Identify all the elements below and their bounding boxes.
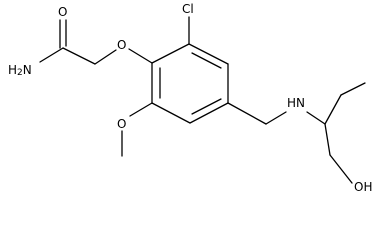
bonds	[39, 16, 366, 184]
ring-bond-2-3	[188, 43, 229, 65]
amine-label: HN	[287, 96, 305, 110]
ring-double-4-5	[191, 98, 222, 115]
ring-double-2-3	[191, 52, 222, 69]
bond-ether-o-ring	[128, 48, 153, 64]
hydroxyl-label: OH	[354, 180, 372, 194]
amide-nitrogen-label: H2N	[8, 63, 32, 78]
ring-bond-5-6	[151, 102, 191, 124]
ring-bond-1-2	[151, 43, 190, 64]
bond-ring-methoxy-o	[129, 102, 153, 117]
atom-labels: O H2N O Cl O HN OH	[8, 2, 372, 194]
bond-ch2-ether-o	[94, 49, 117, 65]
bond-ch-ch2	[324, 94, 342, 125]
ether-oxygen-label: O	[117, 38, 126, 52]
ring-bond-4-5	[189, 102, 229, 124]
methoxy-oxygen-label: O	[117, 117, 126, 131]
bond-ch2-oh	[329, 154, 353, 184]
bond-ring-benzyl	[227, 102, 267, 125]
amide-oxygen-label: O	[58, 5, 67, 19]
bond-benzyl-n	[265, 111, 287, 125]
bond-ch2-ch3	[340, 82, 366, 96]
bond-ch-ch2oh	[324, 123, 331, 156]
molecule-structure-diagram: O H2N O Cl O HN OH	[8, 2, 372, 194]
chlorine-label: Cl	[182, 2, 194, 16]
structure-canvas: O H2N O Cl O HN OH	[8, 2, 372, 194]
bond-amide-cn	[39, 47, 64, 63]
bond-amide-c-ch2	[62, 47, 96, 65]
bond-n-ch	[306, 111, 326, 125]
